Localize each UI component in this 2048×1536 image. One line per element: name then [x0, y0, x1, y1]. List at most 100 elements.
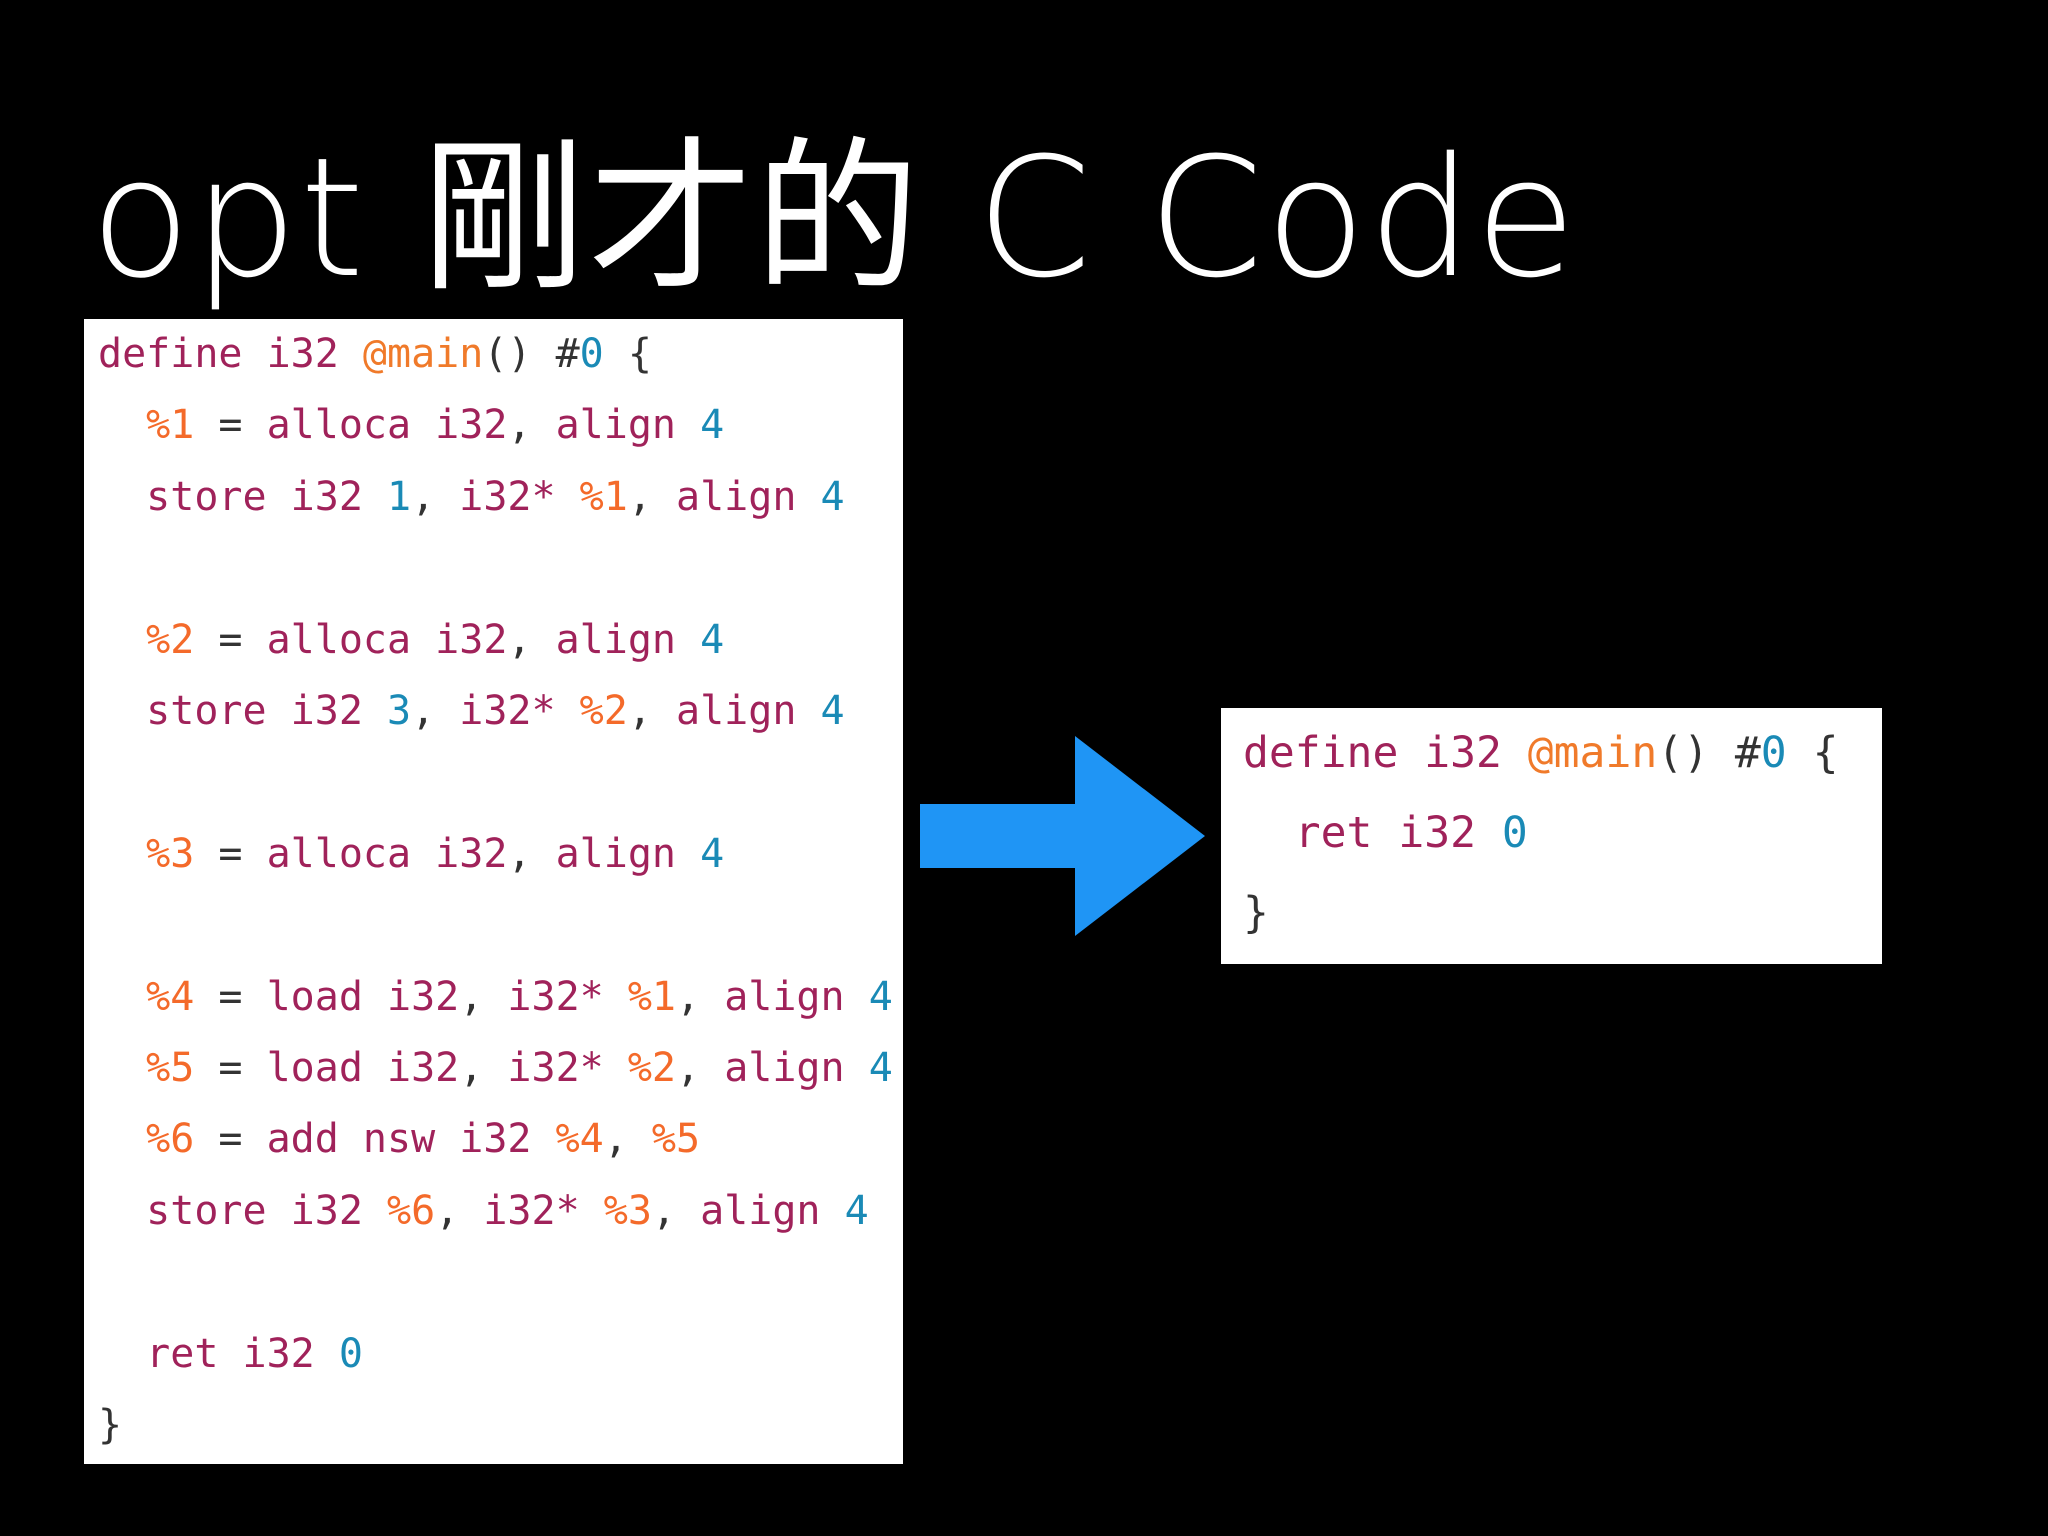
- code-token: 0: [1760, 728, 1787, 778]
- code-token: ,: [507, 830, 556, 877]
- code-line: define i32 @main() #0 {: [1243, 713, 1838, 793]
- code-token: store i32: [98, 1187, 387, 1234]
- code-token: %2: [146, 616, 195, 663]
- right-arrow-shape: [920, 736, 1205, 936]
- code-line: %5 = load i32, i32* %2, align 4: [98, 1033, 893, 1104]
- code-line: %2 = alloca i32, align 4: [98, 605, 724, 676]
- code-token: [98, 1116, 146, 1162]
- code-token: ,: [459, 973, 508, 1020]
- code-token: %1: [579, 473, 628, 520]
- code-token: =: [194, 973, 267, 1020]
- code-token: [98, 402, 146, 448]
- code-token: 4: [820, 688, 845, 734]
- code-token: alloca i32: [266, 402, 508, 449]
- code-token: %3: [603, 1187, 652, 1234]
- code-token: add nsw i32: [266, 1116, 556, 1163]
- code-token: alloca i32: [266, 830, 508, 877]
- code-token: }: [98, 1402, 123, 1448]
- code-token: i32*: [507, 973, 628, 1020]
- code-token: 4: [700, 830, 725, 877]
- code-token: () #: [483, 331, 580, 377]
- code-token: %4: [555, 1116, 604, 1163]
- code-token: define i32: [1243, 728, 1528, 778]
- code-line: store i32 1, i32* %1, align 4: [98, 462, 845, 533]
- code-token: %5: [146, 1045, 195, 1091]
- code-token: alloca i32: [266, 616, 508, 663]
- before-code-panel: define i32 @main() #0 { %1 = alloca i32,…: [84, 319, 903, 1464]
- code-token: =: [194, 830, 267, 877]
- code-token: ret i32: [98, 1330, 339, 1377]
- code-token: 4: [868, 973, 893, 1020]
- code-token: align: [724, 1045, 869, 1091]
- code-token: ,: [507, 616, 556, 663]
- code-token: [98, 831, 146, 877]
- right-arrow-icon: [920, 736, 1205, 936]
- code-token: %5: [651, 1116, 701, 1163]
- code-token: [98, 617, 146, 663]
- code-token: {: [603, 331, 652, 377]
- code-token: @main: [1527, 728, 1658, 778]
- code-token: align: [700, 1187, 845, 1234]
- code-token: %2: [579, 688, 628, 734]
- code-token: %3: [146, 830, 195, 877]
- code-token: @main: [362, 331, 484, 377]
- code-token: ,: [603, 1116, 652, 1163]
- code-token: align: [555, 402, 701, 449]
- code-token: ,: [411, 473, 460, 520]
- code-token: 0: [1501, 808, 1528, 858]
- code-line: %6 = add nsw i32 %4, %5: [98, 1104, 700, 1175]
- code-token: ret i32: [1243, 808, 1502, 858]
- code-token: store i32: [98, 473, 387, 520]
- code-token: ,: [676, 1045, 725, 1091]
- code-line: %1 = alloca i32, align 4: [98, 390, 724, 461]
- code-token: ,: [411, 688, 460, 734]
- code-token: store i32: [98, 688, 387, 734]
- code-token: ,: [507, 402, 556, 449]
- code-token: align: [555, 616, 701, 663]
- code-token: 4: [868, 1045, 893, 1091]
- code-token: define i32: [98, 331, 363, 377]
- code-token: () #: [1657, 728, 1761, 778]
- code-line: ret i32 0: [98, 1319, 363, 1390]
- code-token: }: [1243, 888, 1269, 938]
- code-token: align: [676, 688, 821, 734]
- code-token: =: [194, 1045, 267, 1091]
- code-token: 4: [844, 1187, 869, 1234]
- slide-title: opt 剛才的 C Code: [90, 122, 1579, 314]
- code-token: load i32: [266, 973, 460, 1020]
- code-token: =: [194, 1116, 267, 1163]
- code-token: align: [676, 473, 821, 520]
- code-token: ,: [627, 688, 677, 734]
- code-token: [98, 1045, 146, 1091]
- code-line: store i32 3, i32* %2, align 4: [98, 676, 845, 747]
- code-line: store i32 %6, i32* %3, align 4: [98, 1176, 869, 1247]
- code-token: %1: [146, 402, 195, 449]
- code-token: i32*: [483, 1187, 604, 1234]
- code-token: =: [194, 402, 267, 449]
- code-token: [98, 974, 146, 1020]
- code-token: 1: [386, 473, 412, 520]
- code-token: load i32: [266, 1045, 460, 1091]
- code-token: ,: [459, 1045, 508, 1091]
- code-token: align: [724, 973, 869, 1020]
- code-line: ret i32 0: [1243, 793, 1528, 873]
- code-token: 3: [386, 688, 412, 734]
- code-line: }: [98, 1390, 122, 1461]
- code-token: ,: [676, 973, 725, 1020]
- code-token: 4: [820, 473, 845, 520]
- code-token: i32*: [459, 473, 580, 520]
- code-token: i32*: [459, 688, 580, 734]
- code-token: 4: [700, 616, 725, 663]
- code-line: %4 = load i32, i32* %1, align 4: [98, 962, 893, 1033]
- code-token: 0: [579, 331, 604, 377]
- code-token: %1: [627, 973, 677, 1020]
- code-line: define i32 @main() #0 {: [98, 319, 652, 390]
- code-token: 4: [700, 402, 725, 449]
- code-token: ,: [435, 1187, 484, 1234]
- code-token: ,: [627, 473, 677, 520]
- code-token: align: [555, 830, 701, 877]
- code-token: ,: [651, 1187, 701, 1234]
- code-token: {: [1786, 728, 1839, 778]
- after-code-panel: define i32 @main() #0 { ret i32 0}: [1221, 708, 1882, 964]
